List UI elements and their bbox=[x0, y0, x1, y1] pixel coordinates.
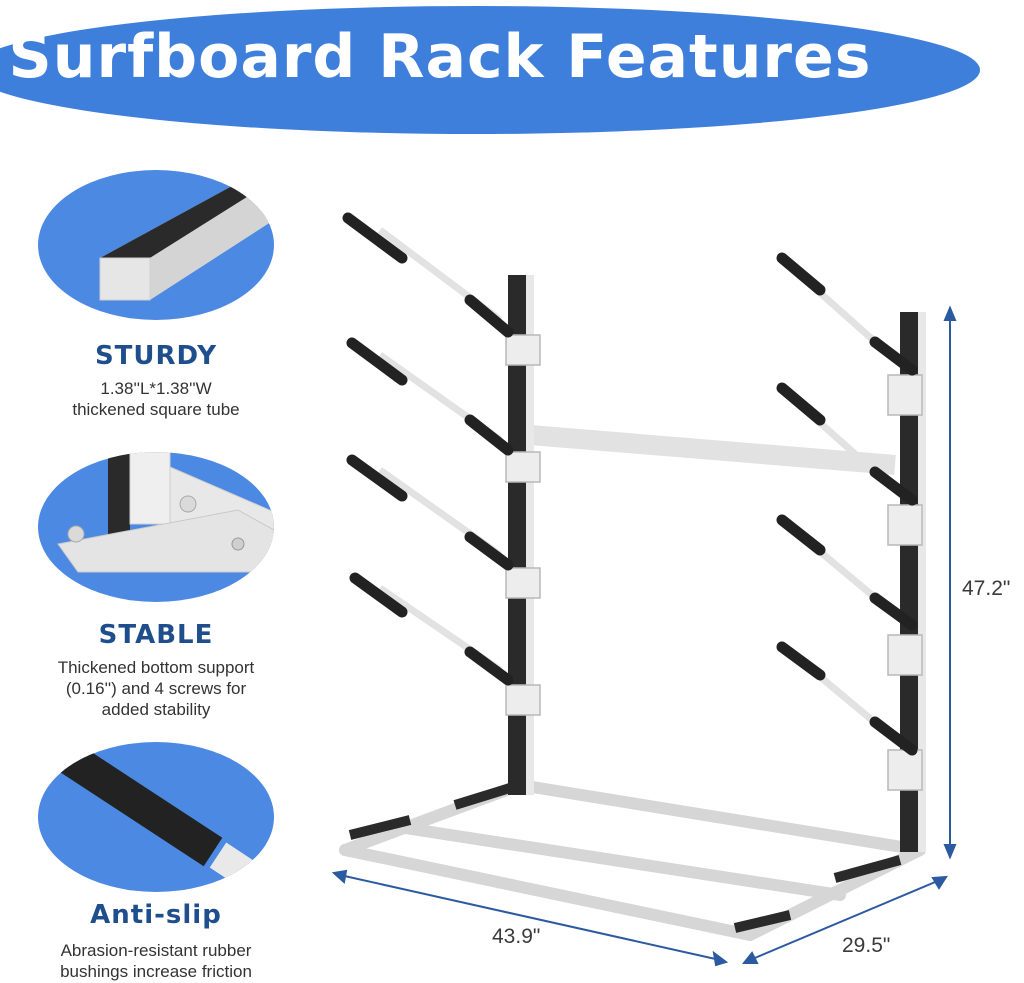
feature-desc-line: bushings increase friction bbox=[60, 962, 252, 981]
page-title: Surfboard Rack Features bbox=[8, 22, 872, 92]
feature-description-sturdy: 1.38''L*1.38''W thickened square tube bbox=[0, 378, 312, 420]
left-arms bbox=[342, 212, 514, 686]
rack-base bbox=[339, 779, 926, 941]
feature-description-anti-slip: Abrasion-resistant rubber bushings incre… bbox=[0, 940, 312, 982]
feature-desc-line: Abrasion-resistant rubber bbox=[60, 941, 252, 960]
feature-desc-line: 1.38''L*1.38''W bbox=[100, 379, 212, 398]
bottom-support-closeup-image bbox=[38, 452, 274, 602]
feature-title-sturdy: STURDY bbox=[94, 341, 218, 371]
feature-desc-line: added stability bbox=[101, 700, 211, 719]
dimension-arrows bbox=[331, 305, 957, 967]
feature-desc-line: thickened square tube bbox=[72, 400, 240, 419]
feature-description-stable: Thickened bottom support (0.16'') and 4 … bbox=[0, 657, 312, 720]
right-upright bbox=[900, 312, 918, 852]
depth-arrow bbox=[749, 879, 941, 961]
width-dimension-label: 43.9" bbox=[492, 925, 541, 948]
feature-title-anti-slip: Anti-slip bbox=[90, 900, 222, 930]
surfboard-rack-illustration bbox=[331, 212, 957, 967]
title-banner bbox=[0, 6, 980, 134]
rubber-bushing-closeup-image bbox=[38, 742, 274, 892]
feature-desc-line: Thickened bottom support bbox=[57, 658, 255, 677]
width-arrow bbox=[339, 874, 721, 961]
left-upright bbox=[508, 275, 526, 795]
base-rubber-pads bbox=[348, 783, 902, 933]
feature-title-stable: STABLE bbox=[98, 620, 214, 650]
rack-crossbar bbox=[529, 425, 896, 475]
arm-brackets bbox=[505, 334, 923, 791]
square-tube-closeup-image bbox=[38, 170, 274, 320]
right-arms bbox=[776, 252, 918, 756]
depth-dimension-label: 29.5" bbox=[842, 934, 891, 957]
feature-desc-line: (0.16'') and 4 screws for bbox=[65, 679, 247, 698]
height-dimension-label: 47.2" bbox=[962, 577, 1011, 600]
